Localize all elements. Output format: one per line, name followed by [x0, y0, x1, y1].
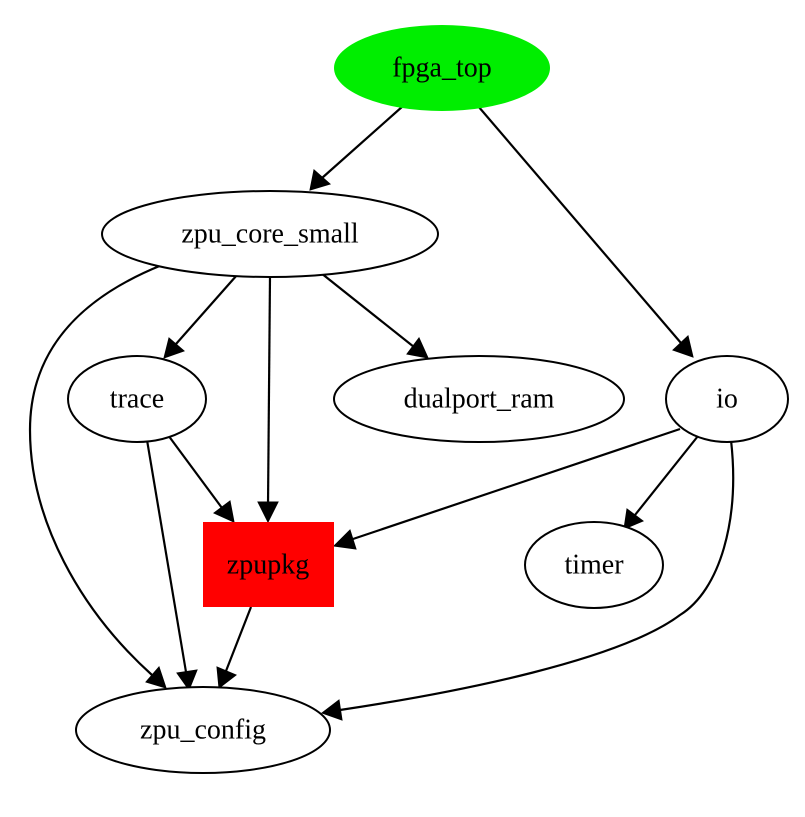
node-trace: trace [67, 355, 207, 443]
edge-trace-zpupkg [167, 434, 235, 523]
node-dualport_ram: dualport_ram [333, 355, 625, 443]
node-fpga_top: fpga_top [334, 25, 550, 111]
node-timer: timer [524, 521, 664, 609]
edge-zpu_core_small-zpu_config [28, 263, 167, 689]
edge-fpga_top-zpu_core_small [309, 105, 404, 191]
node-zpupkg: zpupkg [203, 522, 334, 607]
node-zpu_core_small: zpu_core_small [101, 190, 439, 278]
node-trace-shape [67, 355, 207, 443]
node-zpu_config-shape [75, 686, 331, 774]
node-trace-label: trace [110, 384, 164, 415]
node-zpu_config-label: zpu_config [140, 715, 266, 746]
node-fpga_top-label: fpga_top [392, 53, 492, 84]
node-io-label: io [716, 384, 738, 415]
node-zpu_core_small-shape [101, 190, 439, 278]
node-timer-shape [524, 521, 664, 609]
node-dualport_ram-label: dualport_ram [404, 384, 555, 415]
node-zpupkg-shape [203, 522, 334, 607]
edge-io-zpupkg [332, 427, 681, 550]
node-dualport_ram-shape [333, 355, 625, 443]
edge-zpu_core_small-zpupkg [257, 275, 279, 524]
edge-io-timer [623, 435, 699, 530]
edge-zpu_core_small-dualport_ram [320, 272, 429, 359]
edge-trace-zpu_config [145, 439, 198, 692]
node-zpu_core_small-label: zpu_core_small [181, 219, 358, 250]
edge-zpu_core_small-trace [163, 274, 238, 359]
edge-io-zpu_config [320, 439, 735, 721]
node-io: io [665, 355, 789, 443]
node-timer-label: timer [564, 550, 624, 581]
node-io-shape [665, 355, 789, 443]
node-fpga_top-shape [334, 25, 550, 111]
node-zpu_config: zpu_config [75, 686, 331, 774]
edge-zpupkg-zpu_config [216, 606, 253, 689]
edge-fpga_top-io [477, 105, 694, 358]
node-zpupkg-label: zpupkg [227, 550, 309, 581]
